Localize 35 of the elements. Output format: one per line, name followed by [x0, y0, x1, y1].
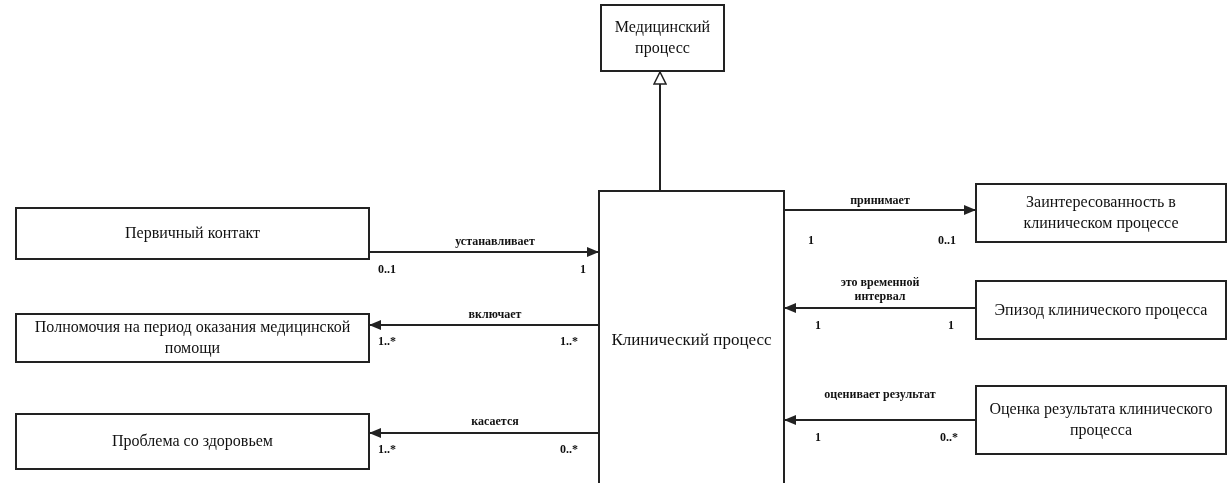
association-arrow	[784, 205, 976, 215]
multiplicity: 1	[808, 233, 814, 248]
multiplicity: 1	[580, 262, 586, 277]
multiplicity: 1	[815, 430, 821, 445]
class-box	[975, 385, 1227, 455]
multiplicity: 0..1	[378, 262, 396, 277]
class-name: Оценка результата клинического процесса	[988, 399, 1214, 441]
association-arrow	[784, 415, 976, 425]
class-name: Медицинский процесс	[613, 17, 712, 59]
class-box	[975, 280, 1227, 340]
class-name: Полномочия на период оказания медицинской помощи	[33, 317, 352, 359]
multiplicity: 1..*	[378, 334, 396, 349]
multiplicity: 1	[948, 318, 954, 333]
class-box	[15, 313, 370, 363]
multiplicity: 1..*	[378, 442, 396, 457]
generalization-arrow	[653, 71, 667, 191]
association-arrow	[369, 428, 599, 438]
class-name: Проблема со здоровьем	[112, 431, 273, 452]
class-name: Клинический процесс	[611, 328, 772, 351]
multiplicity: 1	[815, 318, 821, 333]
class-box	[15, 413, 370, 470]
multiplicity: 0..1	[938, 233, 956, 248]
class-box	[598, 190, 785, 483]
association-arrow	[369, 320, 599, 330]
class-name: Эпизод клинического процесса	[994, 299, 1208, 321]
class-box	[600, 4, 725, 72]
class-name: Заинтересованность в клиническом процессе	[1022, 192, 1180, 234]
class-box	[975, 183, 1227, 243]
multiplicity: 1..*	[560, 334, 578, 349]
class-name: Первичный контакт	[124, 223, 261, 244]
multiplicity: 0..*	[560, 442, 578, 457]
association-arrow	[369, 247, 599, 257]
association-arrow	[784, 303, 976, 313]
multiplicity: 0..*	[940, 430, 958, 445]
class-box	[15, 207, 370, 260]
